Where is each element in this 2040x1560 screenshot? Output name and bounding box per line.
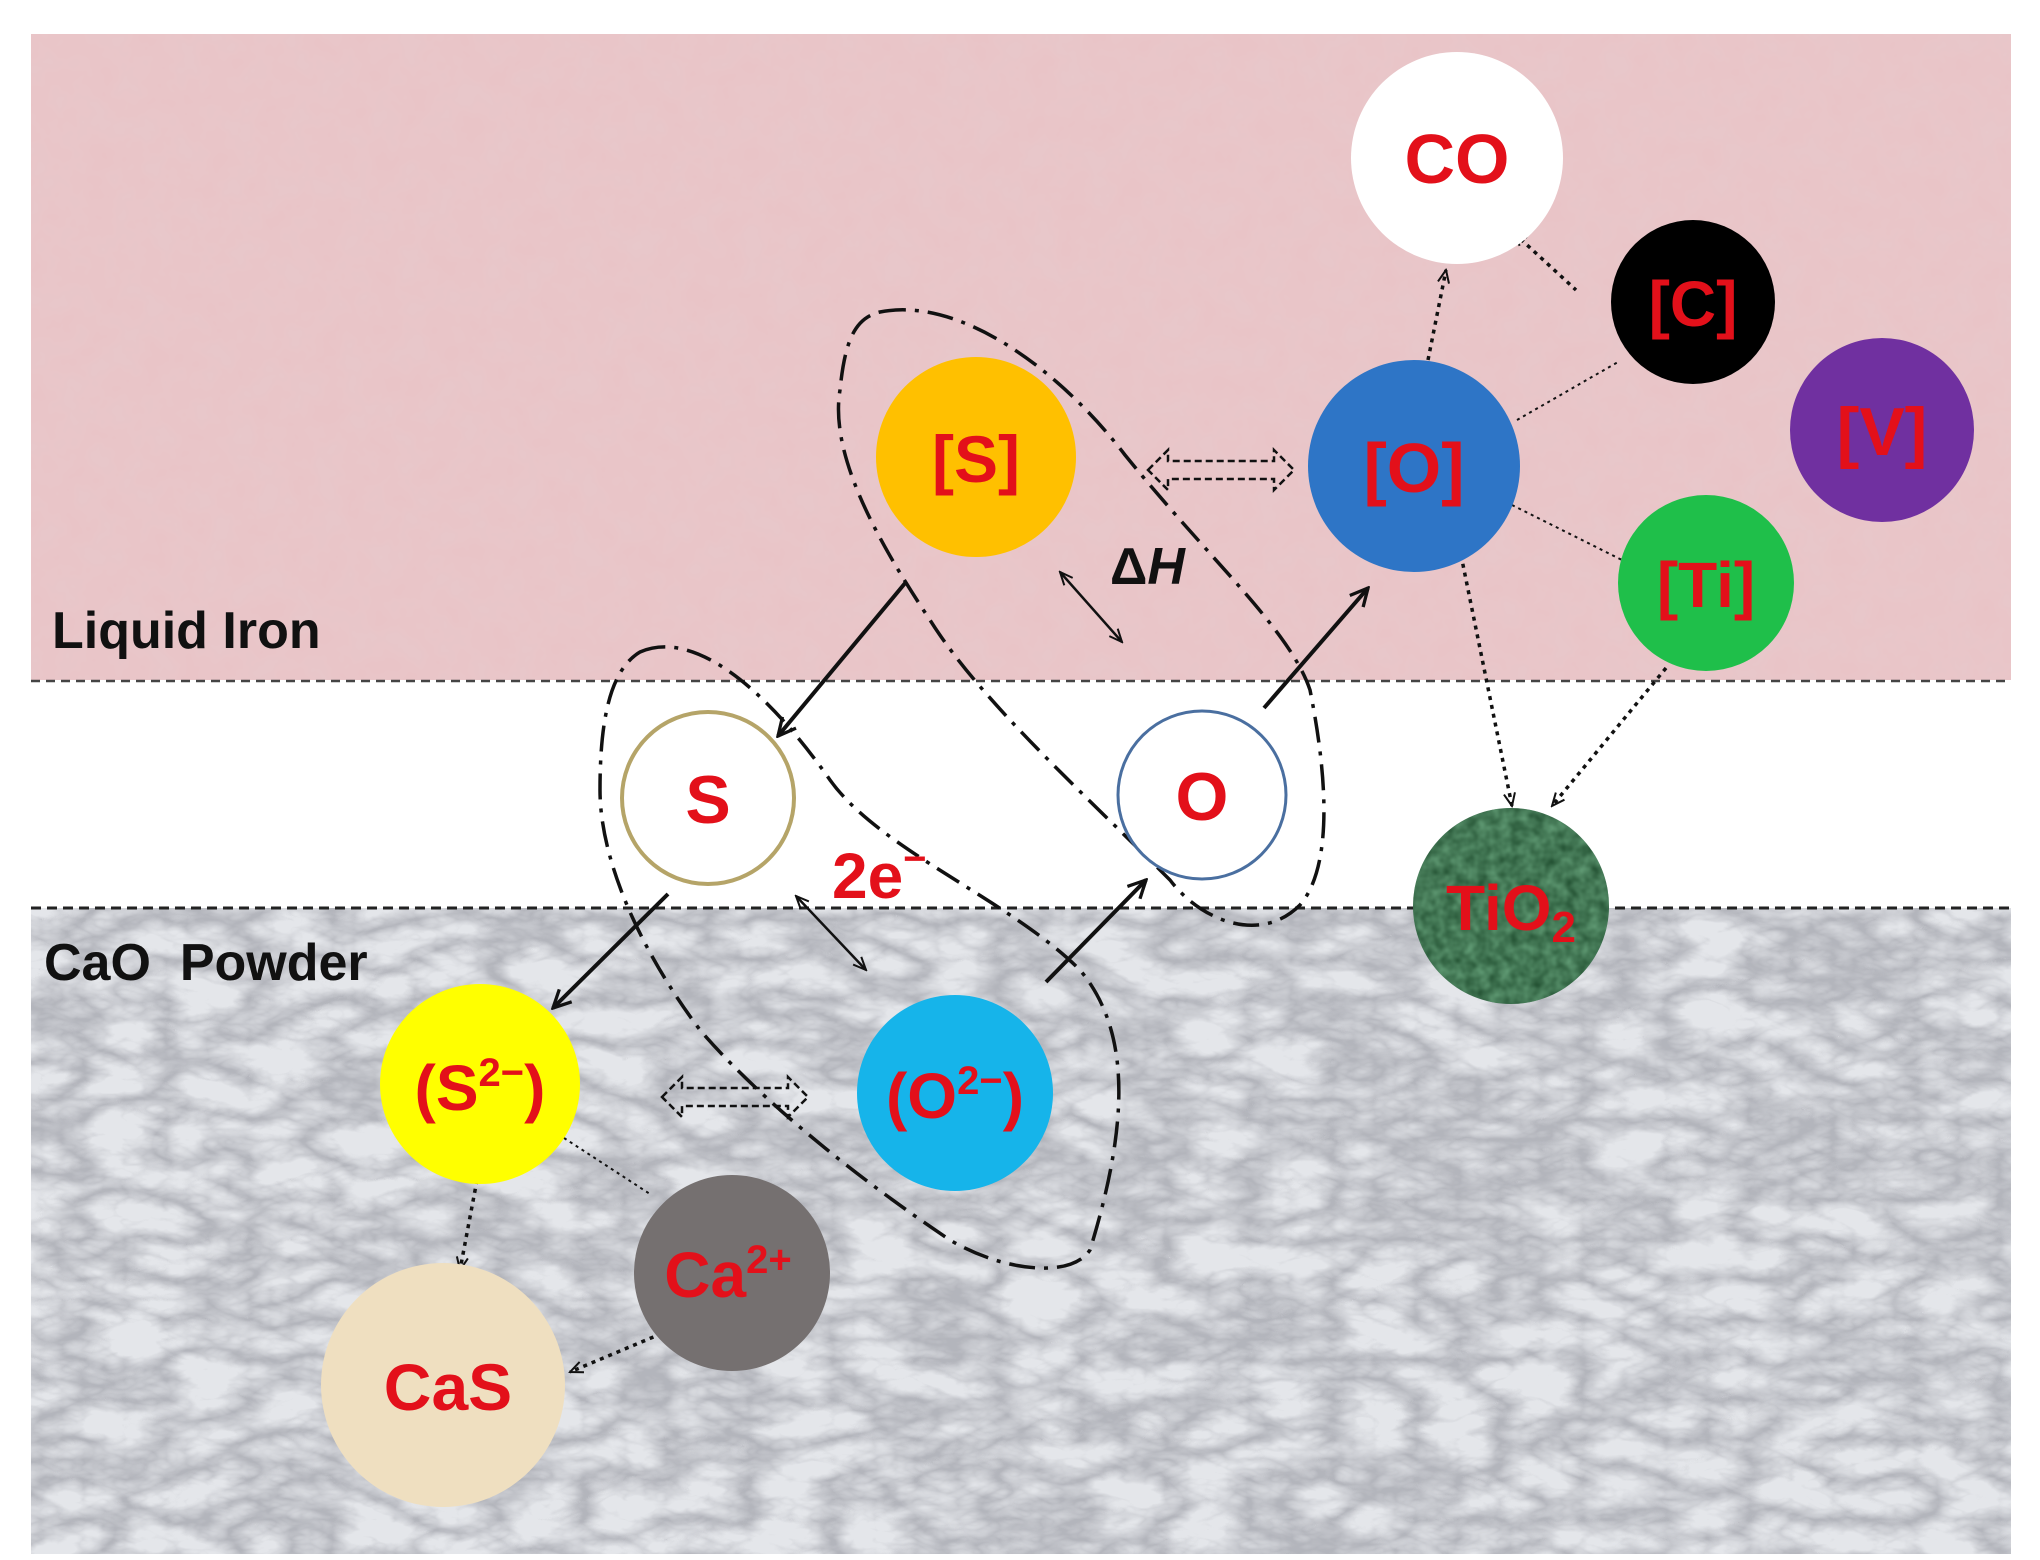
co-label: CO: [1405, 120, 1510, 198]
v-circle: [1790, 338, 1974, 522]
lower-reaction-loop: [598, 645, 1121, 1270]
o2-to-o-arrow: [1044, 880, 1146, 984]
o-node: O: [1116, 709, 1288, 881]
cao-powder-label: CaO Powder: [44, 934, 368, 992]
ca-label: Ca2+: [664, 1238, 791, 1311]
tio2-label-base: TiO: [1446, 872, 1552, 944]
cas-circle: [321, 1263, 565, 1507]
s2-node: (S2−): [380, 984, 580, 1184]
o-label: O: [1176, 759, 1229, 835]
s-circle: [620, 710, 796, 886]
v-node: [V]: [1790, 338, 1974, 522]
c-label: [C]: [1649, 268, 1738, 340]
two-e-base: 2e: [832, 840, 903, 912]
cao-powder-texture: [31, 908, 2011, 1554]
o-to-co-arrow: [1426, 270, 1446, 361]
o2-label: (O2−): [886, 1059, 1024, 1132]
o-to-tio2-arrow: [1459, 554, 1512, 806]
two-e-sup: −: [903, 837, 926, 881]
ca-circle: [634, 1175, 830, 1371]
o-circle: [1116, 709, 1288, 881]
delta-h-label: ΔH: [1110, 538, 1186, 596]
cas-node: CaS: [321, 1263, 565, 1507]
s2-label: (S2−): [415, 1051, 546, 1124]
cao-powder-region: [31, 908, 2011, 1554]
ti-label: [Ti]: [1657, 549, 1755, 621]
o-bracket-label: [O]: [1363, 429, 1464, 507]
s-to-s2-arrow: [553, 892, 670, 1008]
s-o-exchange-arrow: [1146, 446, 1296, 494]
s-bracket-circle: [876, 357, 1076, 557]
s2-label-close: ): [524, 1052, 545, 1124]
o-c-bond-line: [1516, 361, 1619, 421]
tio2-node: TiO2: [1413, 808, 1609, 1004]
ca-label-sup: 2+: [746, 1238, 792, 1282]
o2-label-open: (O: [886, 1060, 957, 1132]
s2-label-open: (S: [415, 1052, 479, 1124]
co-circle: [1351, 52, 1563, 264]
ti-circle: [1618, 495, 1794, 671]
c-circle: [1611, 220, 1775, 384]
s-bracket-to-s-arrow: [778, 580, 908, 736]
s-label: S: [685, 762, 730, 838]
v-label: [V]: [1837, 394, 1928, 470]
ti-node: [Ti]: [1618, 495, 1794, 671]
cas-label: CaS: [384, 1350, 512, 1424]
tio2-label: TiO2: [1446, 872, 1576, 952]
s-bracket-label: [S]: [932, 422, 1020, 496]
o2-node: (O2−): [857, 995, 1053, 1191]
s2-o2-exchange-arrow: [660, 1073, 810, 1121]
s2-to-cas-arrow: [460, 1179, 479, 1270]
upper-reaction-loop: [836, 308, 1326, 928]
o2-label-sup: 2−: [957, 1059, 1003, 1103]
ca-node: Ca2+: [634, 1175, 830, 1371]
ca-to-cas-arrow: [570, 1328, 671, 1374]
two-e-double-arrow: [796, 896, 866, 970]
ti-to-tio2-arrow: [1552, 666, 1668, 806]
liquid-iron-label: Liquid Iron: [52, 602, 321, 660]
s2-ca-bond-line: [563, 1137, 651, 1195]
o-bracket-circle: [1308, 360, 1520, 572]
o-bracket-node: [O]: [1308, 360, 1520, 572]
two-e-label: 2e−: [832, 837, 927, 912]
o-to-o-bracket-arrow: [1262, 588, 1368, 710]
o2-circle: [857, 995, 1053, 1191]
co-node: CO: [1351, 52, 1563, 264]
c-node: [C]: [1611, 220, 1775, 384]
s-node: S: [620, 710, 796, 886]
s2-circle: [380, 984, 580, 1184]
delta-h-variable: H: [1147, 538, 1186, 596]
s2-label-sup: 2−: [479, 1051, 525, 1095]
tio2-texture: [1413, 808, 1609, 1004]
ca-label-base: Ca: [664, 1239, 746, 1311]
delta-h-symbol: Δ: [1110, 538, 1147, 596]
delta-h-double-arrow: [1060, 572, 1122, 642]
tio2-label-sub: 2: [1552, 903, 1576, 952]
o2-label-close: ): [1003, 1060, 1024, 1132]
s-bracket-node: [S]: [876, 357, 1076, 557]
